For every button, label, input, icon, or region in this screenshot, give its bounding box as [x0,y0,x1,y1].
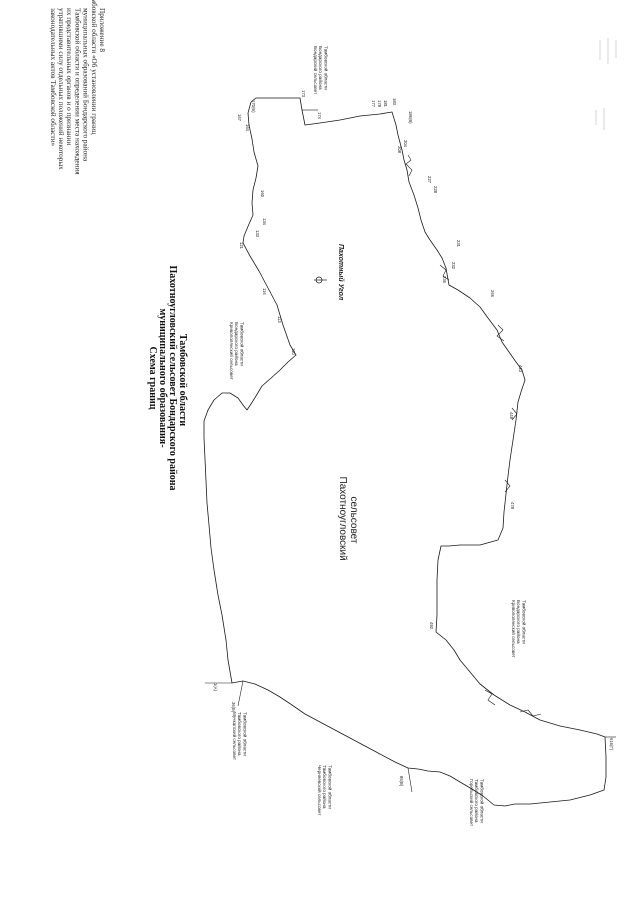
point-label: 492 [429,622,434,630]
point-label: 113 [277,316,282,323]
point-label: 478 [510,502,515,510]
map-title: Схема границ муниципального образования-… [146,266,188,495]
point-label: 266 [490,290,495,298]
point-label: 170(Б) [251,100,256,113]
point-label: 186(В) [408,111,413,124]
region-label: Пахотноугловский сельсовет [337,477,359,564]
point-label: 423 [518,365,523,373]
point-label: 204 [403,140,408,148]
boundary-line [203,97,607,807]
point-label: 449 [509,412,514,420]
point-label: 133 [255,230,260,238]
point-label: 160 [260,190,265,198]
point-label: 231 [456,240,461,248]
point-label: 116 [262,288,267,295]
scan-artifact [595,38,617,130]
point-label: 86(В) [399,776,404,787]
point-label: 616(Г) [609,738,614,751]
point-label: 167 [237,114,242,122]
point-labels: 170(Б) 167 164 160 134 133 121 116 113 1… [213,90,614,787]
annex-text: Приложение 8 к Закону Тамбовской области… [49,0,106,176]
leader-lines [205,109,616,793]
neighbor-label-gorelsky: Горельский сельсовет Тамбовского района … [469,779,485,827]
neighbor-label-krivopolyansky-north: Кривополянский сельсовет Бондарского рай… [229,322,245,381]
point-label: 177 [371,100,376,108]
point-label: 36(Б) [231,702,236,713]
point-label: 228 [433,186,438,194]
point-label: 178 [377,100,382,108]
point-label: 1(А) [213,683,218,692]
neighbor-label-muchkapsky: Мучкапский сельсовет Тамбовского района … [232,712,248,761]
point-label: 174 [317,112,322,120]
point-label: 183 [392,98,397,106]
point-label: 208 [397,146,402,154]
village-label: Пахотный Угол [337,244,345,301]
point-label: 134 [262,218,267,226]
point-label: 181 [383,100,388,108]
neighbor-label-krivopolyansky-south: Кривополянский сельсовет Бондарского рай… [511,600,527,659]
point-label: 121 [239,242,244,250]
point-label: 164 [245,124,250,132]
boundary-detail [405,154,542,717]
point-label: 227 [427,176,432,184]
point-label: 173 [301,90,306,98]
point-label: 232 [451,262,456,270]
lollipop-marker-icon [314,276,327,284]
neighbor-label-bondarsky: Бондарский сельсовет Бондарского района … [313,46,329,95]
neighbor-label-chernyaevsky: Черняевский сельсовет Тамбовского района… [317,765,333,817]
point-label: 236 [442,276,447,284]
point-label: 110 [291,348,296,355]
